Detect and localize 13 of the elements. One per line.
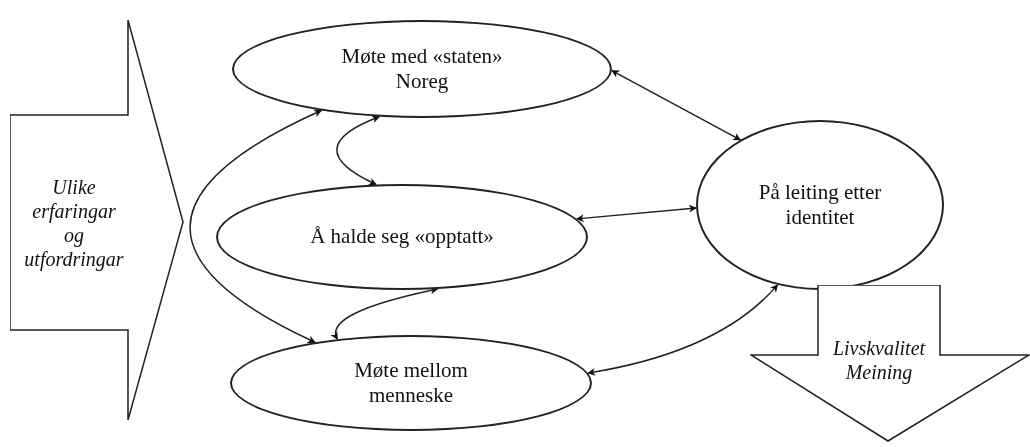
arrow <box>611 69 742 141</box>
arrow <box>336 115 380 186</box>
node-text: På leiting etter identitet <box>757 179 883 231</box>
node-text: Livskvalitet Meining <box>831 336 927 384</box>
node-text: Møte mellom menneske <box>353 357 469 409</box>
down-arrow-shape <box>750 285 1030 442</box>
arrow <box>576 204 697 223</box>
arrow <box>189 109 323 344</box>
node-text: Å halde seg «opptatt» <box>310 224 494 250</box>
right-arrow-shape <box>10 20 184 420</box>
node-text: Møte med «staten» Noreg <box>340 43 504 95</box>
node-text: Ulike erfaringar og utfordringar <box>23 174 125 271</box>
arrow <box>587 284 779 376</box>
